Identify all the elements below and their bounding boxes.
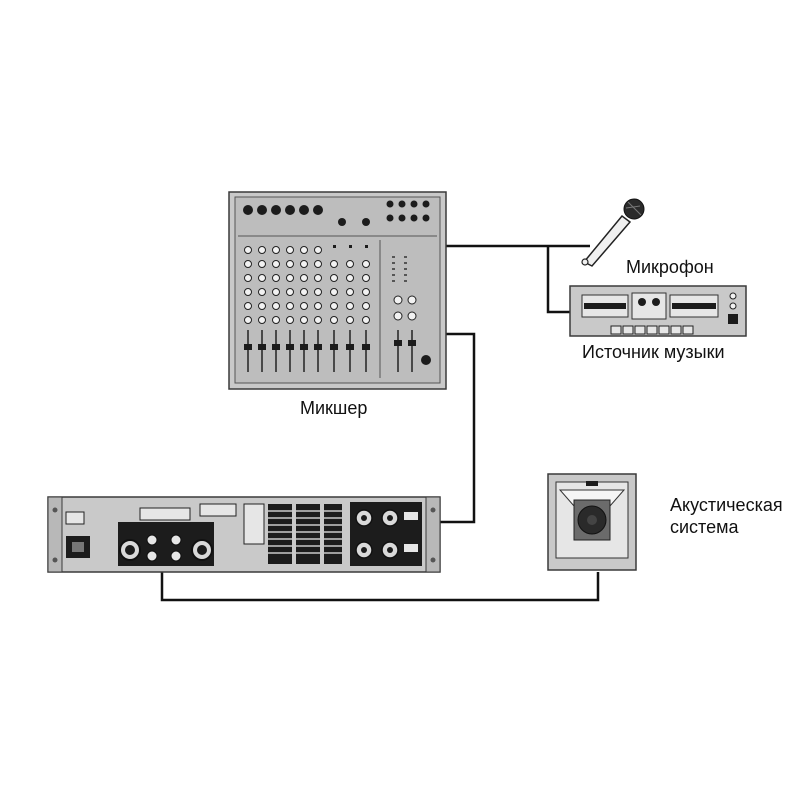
- music-source-label: Источник музыки: [582, 342, 725, 362]
- cable-amplifier-to-speaker: [160, 560, 600, 602]
- mixer-input-jacks: [243, 200, 430, 226]
- cable-mixer-to-music-source: [546, 246, 570, 314]
- amplifier: [47, 496, 441, 573]
- speaker-icon: [547, 473, 637, 571]
- amplifier-output-panel: [118, 507, 214, 566]
- microphone-icon: [581, 198, 645, 267]
- cables: [160, 244, 600, 602]
- amplifier-input-panel: [350, 502, 422, 566]
- power-inlet-icon: [65, 511, 90, 558]
- mixer-label: Микшер: [300, 398, 368, 418]
- microphone-label: Микрофон: [626, 257, 714, 277]
- amplifier-vent: [268, 504, 342, 564]
- speaker-label: Акустическая система: [670, 495, 783, 537]
- music-source-device: [569, 285, 747, 337]
- mixer: [228, 191, 447, 390]
- cable-mixer-to-amplifier: [430, 332, 476, 524]
- mixer-channel-strips: [244, 240, 431, 378]
